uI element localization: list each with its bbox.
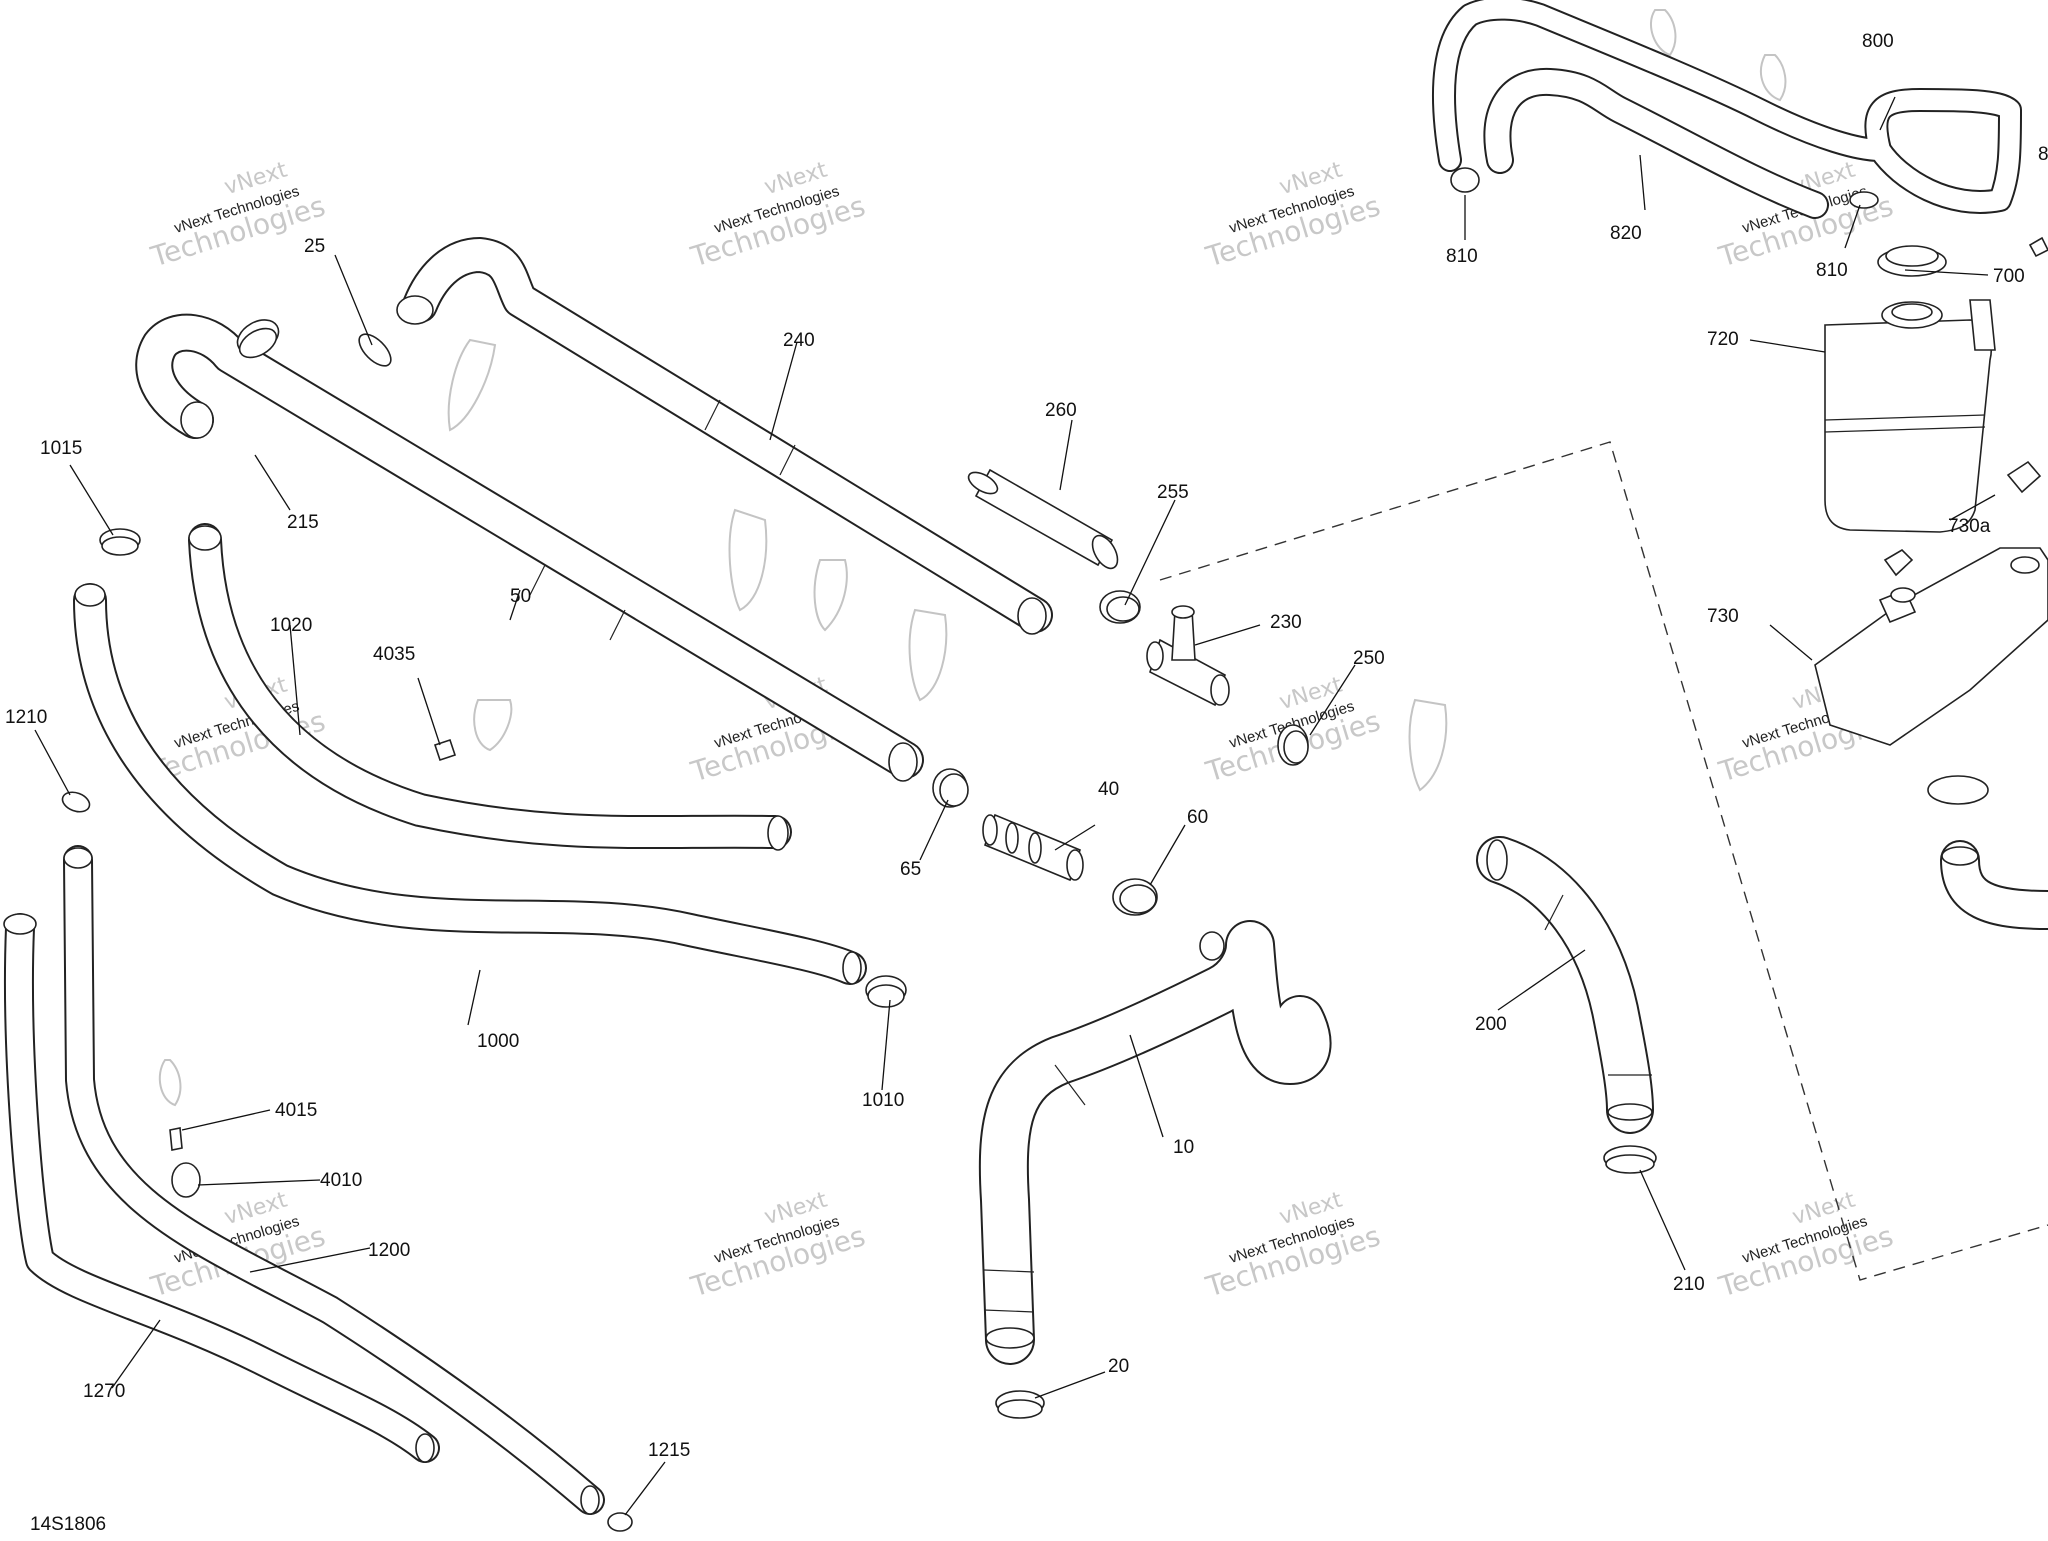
clamp-810-left xyxy=(1450,167,1480,193)
diagram-reference-code: 14S1806 xyxy=(30,1514,106,1535)
watermark: vNext vNext Technologies Technologies xyxy=(1201,1187,1384,1303)
label-730: 730 xyxy=(1707,606,1739,627)
label-50: 50 xyxy=(510,586,531,607)
hose-240 xyxy=(396,237,1053,635)
label-230: 230 xyxy=(1270,612,1302,633)
ghost-clip xyxy=(447,338,497,432)
connector-40 xyxy=(982,813,1084,882)
hose-right-edge xyxy=(1940,840,2048,930)
hose-1020 xyxy=(188,523,792,851)
hose-1200 xyxy=(63,845,605,1515)
clamp-1210 xyxy=(61,791,91,813)
watermark: vNext vNext Technologies Technologies xyxy=(686,157,869,273)
ghost-clip xyxy=(1650,9,1677,57)
hose-1270 xyxy=(3,913,440,1463)
small-parts xyxy=(169,236,2048,1151)
ghost-clip xyxy=(908,608,948,702)
nut-730a-upper xyxy=(2006,460,2042,494)
hose-50 xyxy=(135,313,924,782)
label-720: 720 xyxy=(1707,329,1739,350)
clamp-810-right xyxy=(1849,191,1879,209)
label-820: 820 xyxy=(1610,223,1642,244)
watermark: vNext vNext Technologies Technologies xyxy=(1714,1187,1897,1303)
dashed-assembly-outline xyxy=(1159,441,2048,1281)
hose-820 xyxy=(1483,67,1829,219)
label-1200: 1200 xyxy=(368,1240,410,1261)
label-810-left: 810 xyxy=(1446,246,1478,267)
label-240: 240 xyxy=(783,330,815,351)
hose-800 xyxy=(1432,0,2022,214)
label-800: 800 xyxy=(1862,31,1894,52)
clamps xyxy=(61,167,1989,1532)
label-200: 200 xyxy=(1475,1014,1507,1035)
plug-4035 xyxy=(433,738,457,762)
ghost-clips xyxy=(158,9,1787,1107)
ghost-clip xyxy=(158,1059,182,1107)
clamp-right-edge xyxy=(1927,775,1989,805)
fitting-8 xyxy=(2028,236,2048,258)
bracket-730 xyxy=(1814,547,2048,746)
label-25: 25 xyxy=(304,236,325,257)
label-65: 65 xyxy=(900,859,921,880)
ghost-clip xyxy=(728,508,768,612)
nut-730a-lower xyxy=(1883,548,1914,577)
reservoir-720 xyxy=(1824,299,1996,533)
label-1215: 1215 xyxy=(648,1440,690,1461)
watermark: vNext vNext Technologies Technologies xyxy=(1201,157,1384,273)
label-1015: 1015 xyxy=(40,438,82,459)
hose-200 xyxy=(1476,836,1654,1134)
clamp-4010 xyxy=(171,1162,201,1198)
screw-4015 xyxy=(169,1127,183,1151)
label-1270: 1270 xyxy=(83,1381,125,1402)
clamp-1215 xyxy=(607,1512,633,1532)
label-210: 210 xyxy=(1673,1274,1705,1295)
label-4015: 4015 xyxy=(275,1100,317,1121)
cap-700 xyxy=(1877,245,1947,277)
label-810-right: 810 xyxy=(1816,260,1848,281)
label-215: 215 xyxy=(287,512,319,533)
ghost-clip xyxy=(1760,54,1787,102)
label-8: 8 xyxy=(2038,144,2048,165)
label-1010: 1010 xyxy=(862,1090,904,1111)
watermark: vNext vNext Technologies Technologies xyxy=(686,1187,869,1303)
label-1020: 1020 xyxy=(270,615,312,636)
tee-230 xyxy=(1146,605,1230,707)
clamp-25 xyxy=(358,333,392,367)
ghost-clip xyxy=(1408,698,1448,792)
label-255: 255 xyxy=(1157,482,1189,503)
label-4035: 4035 xyxy=(373,644,415,665)
part-labels: 240 50 260 255 230 250 40 60 65 25 215 1… xyxy=(5,31,2048,1535)
label-40: 40 xyxy=(1098,779,1119,800)
label-10: 10 xyxy=(1173,1137,1194,1158)
label-20: 20 xyxy=(1108,1356,1129,1377)
ghost-clip xyxy=(813,559,848,632)
watermark: vNext vNext Technologies Technologies xyxy=(146,157,329,273)
ghost-clip xyxy=(473,699,513,752)
label-1000: 1000 xyxy=(477,1031,519,1052)
tube-260 xyxy=(967,468,1119,570)
label-60: 60 xyxy=(1187,807,1208,828)
label-260: 260 xyxy=(1045,400,1077,421)
label-700: 700 xyxy=(1993,266,2025,287)
hose-1000 xyxy=(73,583,867,985)
label-250: 250 xyxy=(1353,648,1385,669)
label-1210: 1210 xyxy=(5,707,47,728)
hose-10 xyxy=(978,920,1332,1365)
label-730a: 730a xyxy=(1948,516,1991,537)
label-4010: 4010 xyxy=(320,1170,362,1191)
leader-lines xyxy=(34,96,1996,1516)
